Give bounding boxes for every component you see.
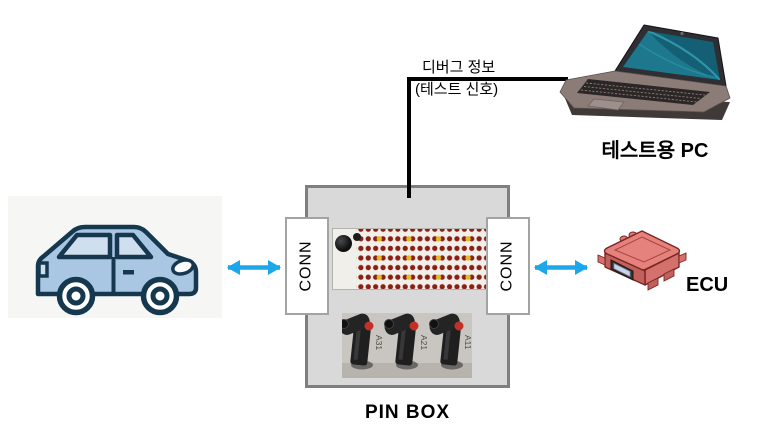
ecu-mount-tab <box>597 254 606 266</box>
vehicle-panel <box>8 196 222 318</box>
laptop-webcam-icon <box>680 31 684 36</box>
ecu-mount-tab <box>678 252 687 264</box>
car-rear-window <box>56 232 113 260</box>
vehicle-pinbox-arrow-icon <box>227 260 281 275</box>
car-door-handle <box>123 270 134 275</box>
car-icon <box>35 224 199 316</box>
car-taillight <box>37 261 49 278</box>
laptop-screen-swoosh <box>623 31 720 80</box>
debug-label-line1: 디버그 정보 <box>422 59 496 76</box>
car-front-window <box>114 232 154 260</box>
connector-a11: A11 <box>429 313 472 370</box>
ecu-mount-tab <box>663 268 675 282</box>
conn-right: CONN <box>486 217 530 315</box>
signal-line-vertical <box>407 77 411 198</box>
connector-a31-label: A31 <box>374 335 384 350</box>
conn-left: CONN <box>285 217 329 315</box>
ecu-connector-inner <box>613 262 631 278</box>
laptop-key-rows <box>580 82 706 103</box>
connector-a11-label: A11 <box>463 335 472 350</box>
connector-a21: A21 <box>384 313 429 370</box>
pin-connectors-image: A31 A21 A11 <box>342 313 472 378</box>
laptop-icon <box>559 24 731 120</box>
conn-right-label: CONN <box>499 240 517 292</box>
small-knob-icon <box>353 233 361 241</box>
car-front-hub <box>150 286 170 306</box>
pin-board-image <box>332 228 487 290</box>
pin-box-label: PIN BOX <box>364 402 451 423</box>
signal-line-horizontal <box>407 77 568 81</box>
test-pc-label: 테스트용 PC <box>601 140 709 162</box>
laptop-touchpad <box>587 98 625 111</box>
conn-left-label: CONN <box>298 240 316 292</box>
pinbox-ecu-arrow-icon <box>534 260 588 275</box>
connector-a31: A31 <box>342 313 384 370</box>
ecu-top-ridge <box>613 236 672 263</box>
car-headlight <box>171 258 195 276</box>
debug-signal-label: 디버그 정보 (테스트 신호) <box>415 58 498 99</box>
knob-icon <box>335 235 352 252</box>
connector-a21-label: A21 <box>419 335 429 350</box>
car-rear-hub <box>66 286 86 306</box>
ecu-mount-tab <box>647 277 659 291</box>
ecu-label: ECU <box>686 274 729 296</box>
ecu-icon <box>597 230 687 291</box>
debug-label-line2: (테스트 신호) <box>415 81 499 98</box>
